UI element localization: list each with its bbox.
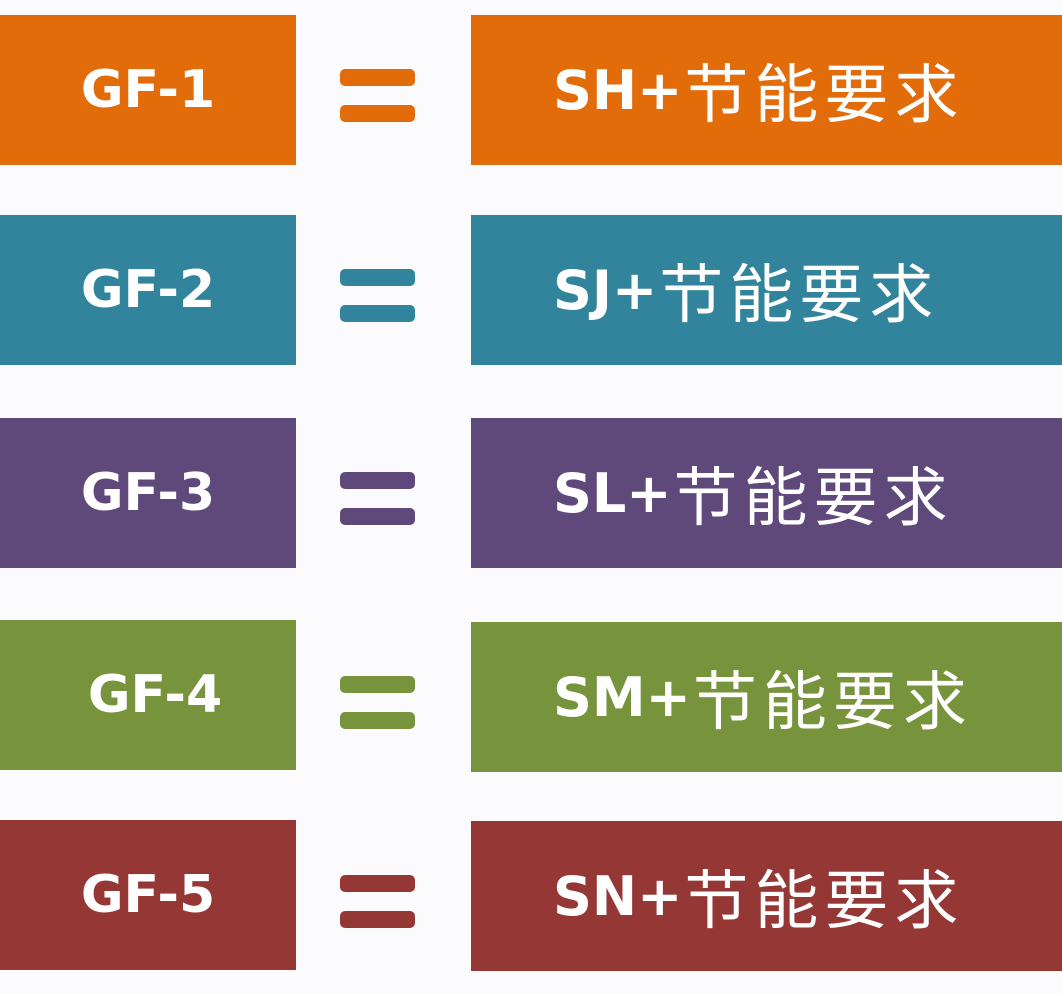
- equals-icon: [340, 215, 415, 365]
- api-grade-code: SH+: [553, 58, 683, 122]
- equals-bar-bottom: [340, 305, 415, 322]
- api-grade-box: SM+节能要求: [471, 622, 1062, 772]
- api-grade-box: SN+节能要求: [471, 821, 1062, 971]
- energy-saving-requirement: 节能要求: [684, 59, 965, 133]
- equals-bar-top: [340, 472, 415, 489]
- gf-grade-label: GF-2: [80, 260, 216, 320]
- api-grade-box: SL+节能要求: [471, 418, 1062, 568]
- energy-saving-requirement: 节能要求: [659, 259, 940, 333]
- equals-icon: [340, 820, 415, 970]
- gf-grade-label: GF-4: [87, 665, 223, 725]
- equivalence-row-gf1: GF-1 SH+节能要求: [0, 15, 1062, 165]
- equivalence-row-gf5: GF-5 SN+节能要求: [0, 820, 1062, 971]
- equals-bar-top: [340, 875, 415, 892]
- gf-grade-box: GF-1: [0, 15, 296, 165]
- energy-saving-requirement: 节能要求: [692, 666, 973, 740]
- equals-bar-top: [340, 269, 415, 286]
- energy-saving-requirement: 节能要求: [673, 462, 954, 536]
- gf-grade-label: GF-1: [80, 60, 216, 120]
- equals-icon: [340, 620, 415, 770]
- gf-grade-label: GF-3: [80, 463, 216, 523]
- gf-grade-box: GF-5: [0, 820, 296, 970]
- equivalence-row-gf4: GF-4 SM+节能要求: [0, 620, 1062, 772]
- equivalence-row-gf2: GF-2 SJ+节能要求: [0, 215, 1062, 365]
- api-grade-box: SH+节能要求: [471, 15, 1062, 165]
- api-grade-code: SL+: [553, 461, 672, 525]
- gf-grade-label: GF-5: [80, 865, 216, 925]
- api-grade-box: SJ+节能要求: [471, 215, 1062, 365]
- equals-bar-top: [340, 69, 415, 86]
- equals-icon: [340, 418, 415, 568]
- gf-grade-box: GF-3: [0, 418, 296, 568]
- gf-grade-box: GF-2: [0, 215, 296, 365]
- equals-icon: [340, 15, 415, 165]
- equals-bar-top: [340, 676, 415, 693]
- equals-bar-bottom: [340, 911, 415, 928]
- api-grade-code: SM+: [553, 665, 691, 729]
- equals-bar-bottom: [340, 508, 415, 525]
- equals-bar-bottom: [340, 105, 415, 122]
- equivalence-row-gf3: GF-3 SL+节能要求: [0, 418, 1062, 568]
- gf-grade-box: GF-4: [0, 620, 296, 770]
- api-grade-code: SJ+: [553, 258, 658, 322]
- api-grade-code: SN+: [553, 864, 683, 928]
- equals-bar-bottom: [340, 712, 415, 729]
- energy-saving-requirement: 节能要求: [684, 865, 965, 939]
